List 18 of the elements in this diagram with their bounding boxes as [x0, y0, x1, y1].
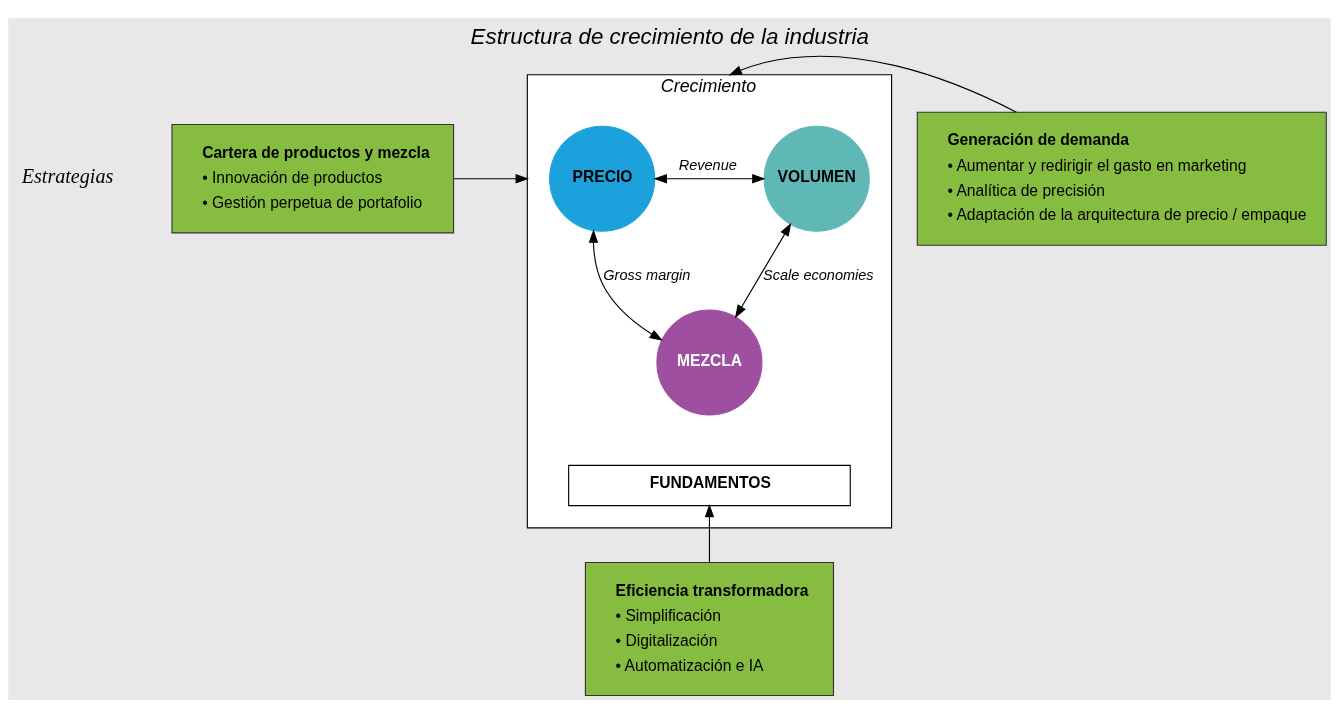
- edge-label: Scale economies: [763, 266, 874, 283]
- label: Estrategias: [21, 164, 114, 187]
- arrow: [728, 55, 1017, 113]
- node-circle: PRECIO: [549, 125, 656, 232]
- node-box: FUNDAMENTOS: [568, 464, 851, 506]
- node-circle: MEZCLA: [656, 308, 763, 416]
- edge-label: Gross margin: [603, 266, 691, 283]
- arrow: [588, 228, 663, 341]
- edge-label: Revenue: [678, 156, 737, 173]
- arrow: [734, 222, 792, 318]
- node-circle: VOLUMEN: [763, 125, 870, 232]
- arrow: [453, 173, 529, 183]
- arrow: [653, 173, 766, 183]
- diagram-title: Estructura de crecimiento de la industria: [470, 23, 869, 49]
- arrow: [704, 503, 715, 563]
- node-box: Generación de demanda • Aumentar y redirigir el gasto en marketing • Analítica de precisión • Adaptación de la arquitectura de precio / empaque: [916, 111, 1327, 246]
- node-box: Eficiencia transformadora • Simplificación • Digitalización • Automatización e IA: [584, 561, 835, 696]
- node-box: Cartera de productos y mezcla • Innovación de productos • Gestión perpetua de portafolio: [171, 123, 455, 233]
